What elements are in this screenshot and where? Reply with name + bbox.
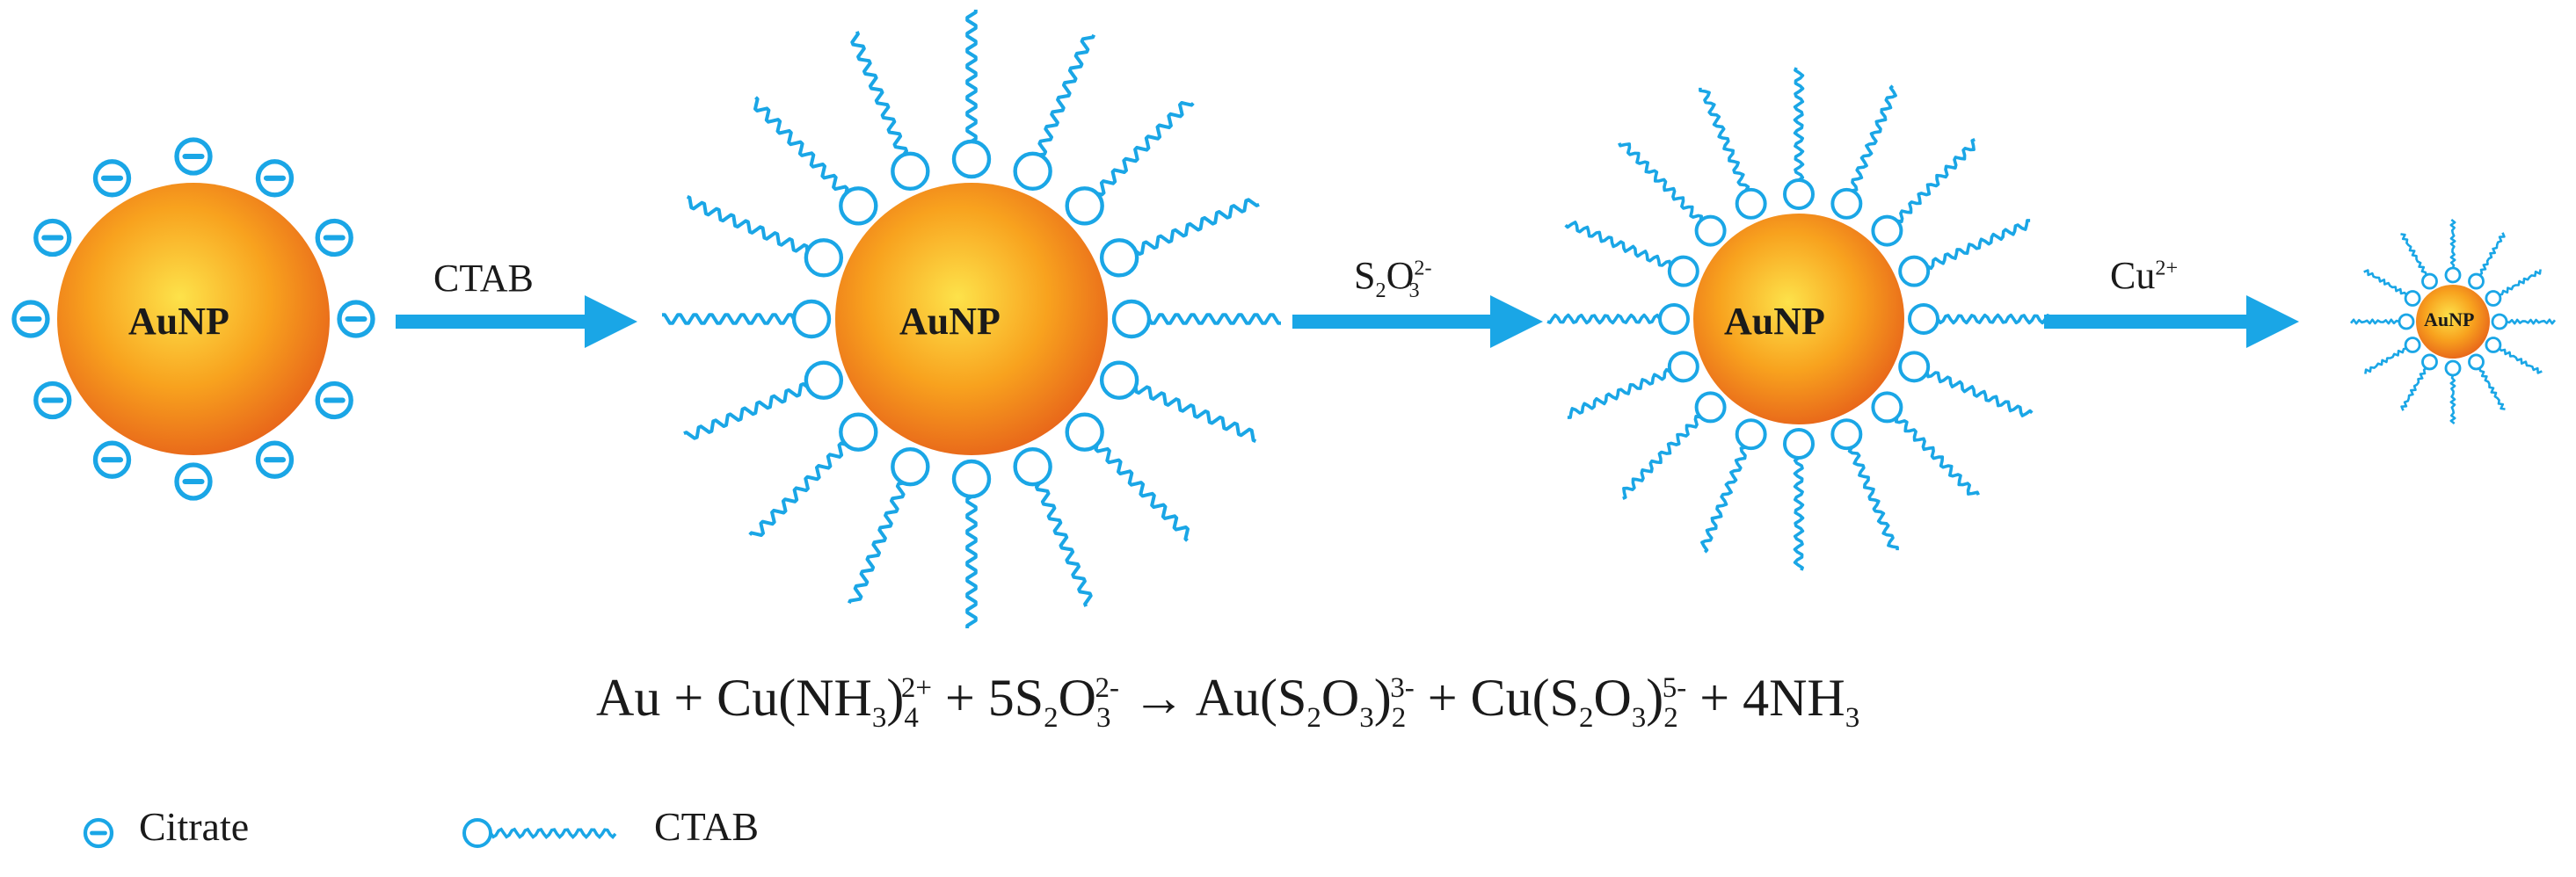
ctab-ligand <box>2400 233 2438 290</box>
ctab-ligand <box>2349 313 2415 330</box>
citrate-ion-icon <box>174 462 213 501</box>
ctab-ligand <box>2485 337 2543 374</box>
citrate-ion-icon <box>92 159 132 198</box>
gold-nanoparticle-2 <box>835 183 1108 455</box>
ctab-ligand <box>2444 359 2462 425</box>
ctab-ligand <box>2444 218 2462 284</box>
citrate-ion-icon <box>255 440 295 479</box>
reaction-arrow-3 <box>2044 295 2299 348</box>
citrate-ion-icon <box>315 381 353 420</box>
ctab-ligand <box>1099 360 1257 444</box>
ctab-ligand <box>847 446 930 605</box>
ctab-ligand <box>1830 418 1899 551</box>
ctab-ligand <box>951 10 992 179</box>
citrate-ion-icon <box>255 159 295 198</box>
ctab-ligand <box>1013 33 1096 192</box>
reaction-equation: Au + Cu(NH3)42+ + 5S2O32- → Au(S2O3)23- … <box>596 669 1860 734</box>
ctab-ligand <box>2364 337 2421 374</box>
particle-label-2: AuNP <box>899 300 1001 343</box>
ctab-ligand <box>1699 87 1767 220</box>
ctab-ligand <box>1564 221 1699 287</box>
ctab-ligand <box>1065 412 1190 542</box>
ctab-ligand <box>1546 303 1690 335</box>
citrate-ion-icon <box>33 218 72 257</box>
particle-label-3: AuNP <box>1724 300 1825 343</box>
ctab-ligand <box>850 31 930 192</box>
ctab-ligand <box>686 194 844 278</box>
legend-citrate-label: Citrate <box>139 804 250 849</box>
gold-nanoparticle-3 <box>1693 214 1904 424</box>
ctab-ligand <box>951 459 992 628</box>
ctab-ligand <box>1898 219 2031 287</box>
ctab-ligand <box>2468 232 2506 290</box>
ctab-ligand <box>1908 303 2051 335</box>
reaction-arrow-2 <box>1292 295 1543 348</box>
citrate-ion-icon <box>92 440 132 479</box>
legend-ctab-label: CTAB <box>654 804 759 849</box>
ctab-ligand <box>1898 351 2034 417</box>
ctab-ligand <box>1567 351 1699 419</box>
ctab-ligand <box>2485 269 2542 307</box>
ctab-ligand <box>1700 418 1767 554</box>
ctab-ligand <box>1871 138 1976 247</box>
ctab-ligand <box>1871 391 1980 496</box>
particle-label-1: AuNP <box>128 300 229 343</box>
citrate-ion-icon <box>315 218 353 257</box>
ctab-ligand <box>1622 391 1727 500</box>
ctab-ligand <box>1830 84 1897 220</box>
ctab-ligand <box>1111 299 1281 339</box>
reaction-arrow-1 <box>396 295 637 348</box>
ctab-ligand <box>2468 353 2506 410</box>
ctab-ligand <box>2400 353 2438 411</box>
legend-icons <box>83 817 617 849</box>
ctab-ligand <box>753 96 878 226</box>
arrow-label-copper: Cu2+ <box>2110 254 2179 297</box>
particle-label-4: AuNP <box>2424 308 2475 330</box>
ctab-ligand <box>1783 428 1815 571</box>
ctab-ligand <box>1783 67 1815 210</box>
ctab-ligand <box>662 299 832 339</box>
citrate-ion-icon <box>33 381 72 420</box>
arrow-group <box>396 295 2299 348</box>
gold-nanoparticle-4 <box>2416 285 2490 359</box>
gold-nanoparticle-1 <box>57 183 330 455</box>
ctab-icon <box>462 818 617 848</box>
ctab-ligand <box>1618 142 1727 247</box>
ctab-ligand <box>2363 269 2421 307</box>
citrate-ion-icon <box>11 300 50 338</box>
citrate-ion-icon <box>337 300 375 338</box>
arrow-label-ctab: CTAB <box>433 257 534 300</box>
particle-group <box>11 10 2557 628</box>
ctab-ligand <box>748 412 878 537</box>
citrate-ion-icon <box>174 137 213 176</box>
ctab-ligand <box>683 360 844 440</box>
citrate-icon <box>83 817 114 849</box>
ctab-ligand <box>1013 446 1093 607</box>
ctab-ligand <box>2491 313 2557 330</box>
arrow-label-thiosulfate: S2O2-3 <box>1354 254 1432 302</box>
ctab-ligand <box>1099 198 1260 278</box>
ctab-ligand <box>1065 101 1195 226</box>
